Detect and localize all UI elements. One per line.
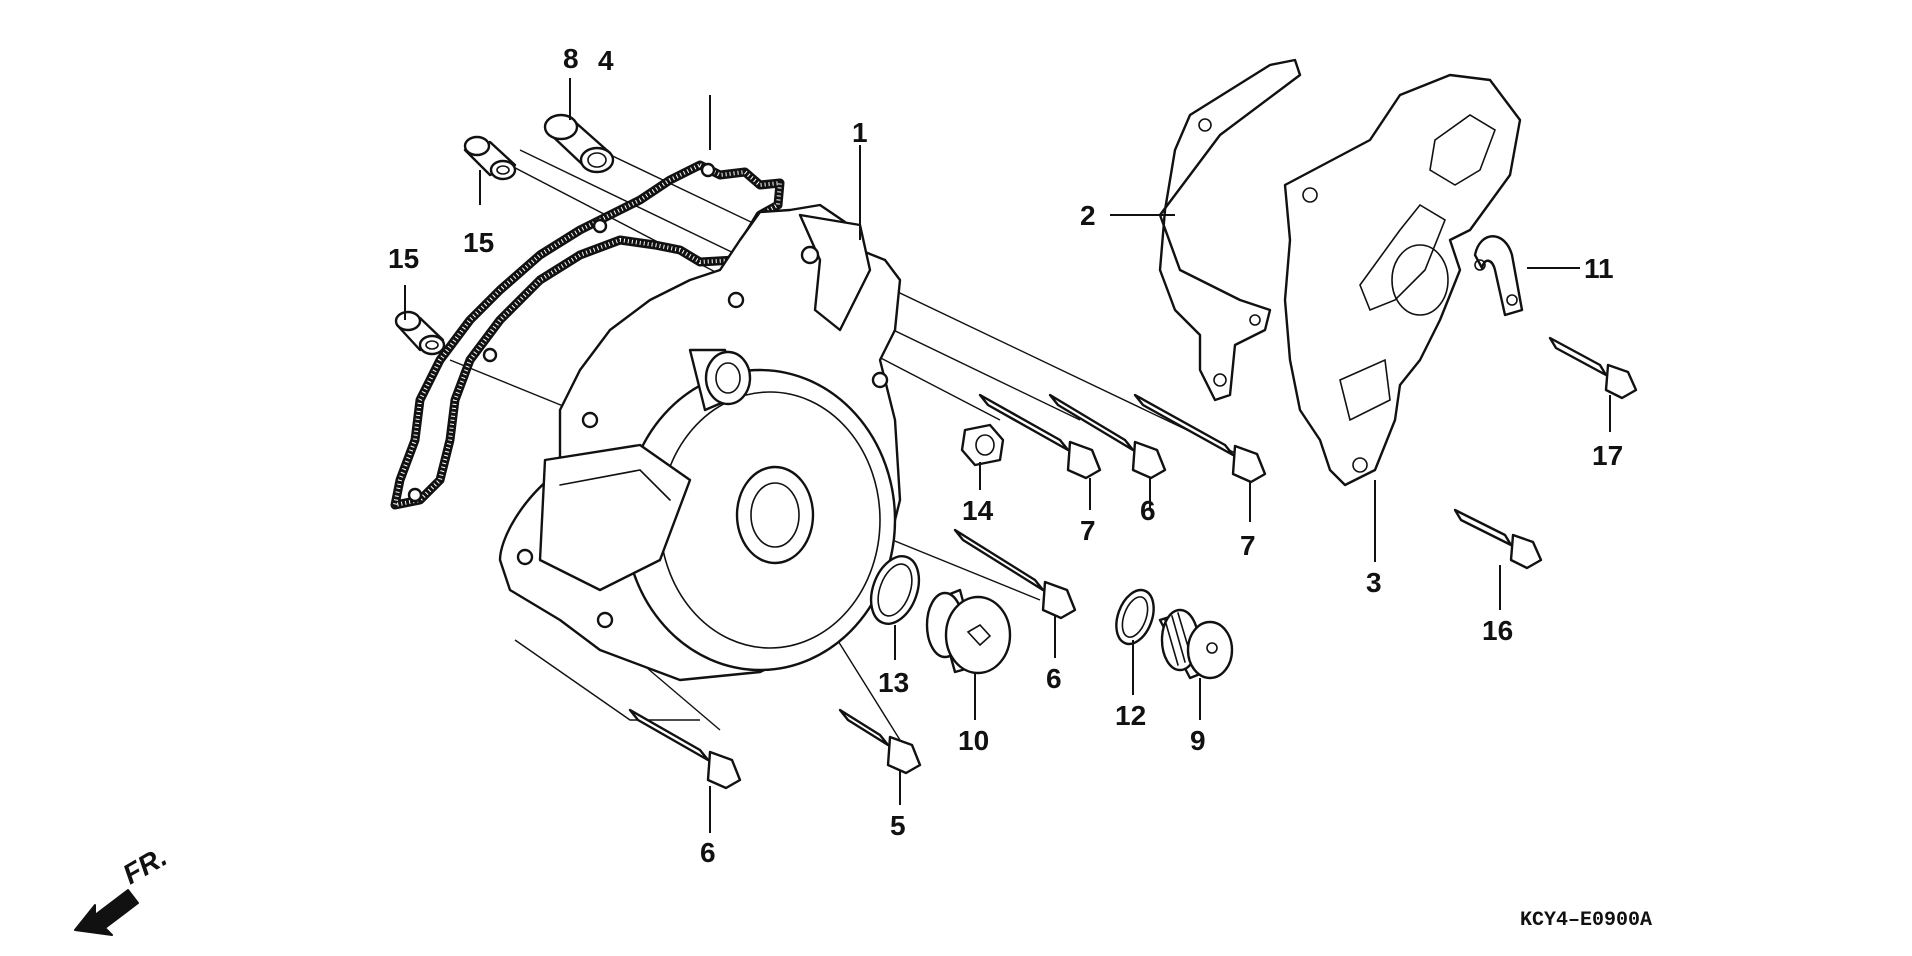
o-ring-part-13 [869, 555, 921, 625]
callout-1: 4 [598, 45, 614, 76]
callout-12: 12 [1115, 700, 1146, 731]
front-direction-label: FR. [118, 841, 173, 890]
front-arrow-icon [74, 889, 139, 936]
o-ring-part-12 [1115, 588, 1155, 646]
callout-6-upper: 6 [1140, 495, 1156, 526]
diagram-code: KCY4–E0900A [1520, 909, 1652, 932]
cable-clamp-part-11 [1473, 235, 1524, 317]
callout-10: 10 [958, 725, 989, 756]
bolt-part-17 [1548, 336, 1638, 400]
callout-15-upper: 15 [463, 227, 494, 258]
callout-7-right: 7 [1240, 530, 1256, 561]
dowel-pin-part-15-upper [463, 135, 517, 181]
callout-1-main: 1 [852, 117, 868, 148]
callout-6-middle: 6 [1046, 663, 1062, 694]
plug-part-9 [1158, 608, 1234, 680]
callout-8: 8 [563, 43, 579, 74]
callout-15-lower: 15 [388, 243, 419, 274]
callout-7-left: 7 [1080, 515, 1096, 546]
callout-9: 9 [1190, 725, 1206, 756]
collar-nut-part-14 [960, 423, 1005, 467]
bracket-part-2 [1158, 58, 1302, 402]
cover-plate-part-3 [1283, 73, 1522, 487]
front-direction-indicator: FR. [74, 841, 173, 936]
callout-11: 11 [1584, 253, 1614, 284]
crankcase-cover-part-1 [498, 203, 902, 682]
bolt-part-7-left [978, 393, 1102, 480]
callout-17: 17 [1592, 440, 1623, 471]
bolt-part-16 [1453, 508, 1543, 570]
callout-leader-lines [404, 78, 1611, 833]
callout-3: 3 [1366, 567, 1382, 598]
callout-13: 13 [878, 667, 909, 698]
dowel-pin-part-8 [543, 113, 615, 174]
gasket-part-4 [390, 160, 785, 510]
callout-numbers: 4 8 15 15 1 2 11 17 3 16 14 7 6 7 6 13 1… [388, 43, 1623, 868]
bolt-part-5 [838, 708, 922, 775]
callout-16: 16 [1482, 615, 1513, 646]
cap-plug-part-10 [925, 588, 1012, 675]
bolt-part-6-middle [953, 528, 1077, 620]
dowel-pin-part-15-lower [394, 310, 446, 356]
bolt-part-6-lower [628, 708, 742, 790]
callout-6-lower: 6 [700, 837, 716, 868]
callout-2: 2 [1080, 200, 1096, 231]
callout-14: 14 [962, 495, 994, 526]
bolt-part-6-upper [1048, 393, 1167, 480]
callout-5: 5 [890, 810, 906, 841]
bolt-part-7-right [1133, 393, 1267, 484]
